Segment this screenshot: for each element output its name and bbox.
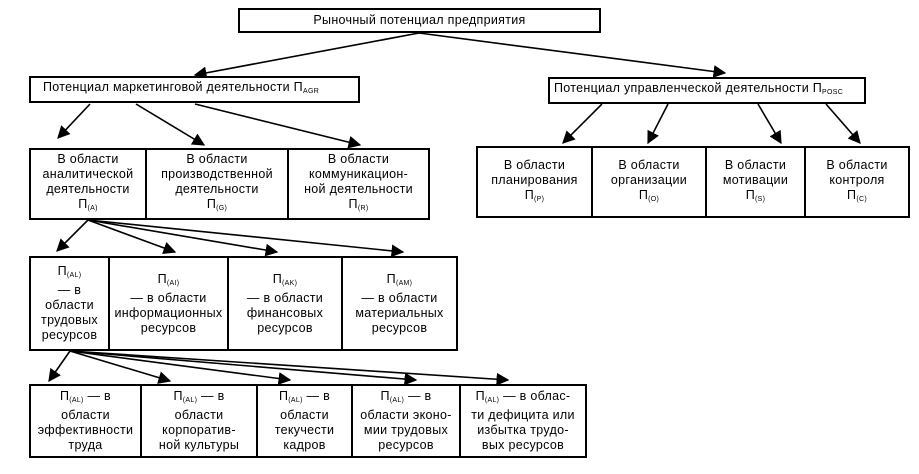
arrow-management-to-control: [825, 103, 861, 144]
motivation-label: В области мотивации П(S): [722, 157, 789, 203]
arrow-marketing-to-communication: [194, 103, 362, 149]
arrow-analytical-to-financial: [87, 219, 279, 257]
information-resources-label: П(AI) — в области информационных ресурсо…: [114, 271, 223, 335]
marketing-potential-label: Потенциал маркетинговой деятельности ПAG…: [43, 80, 320, 95]
arrow-management-to-motivation: [757, 103, 782, 145]
production-activity-node: В области производственной деятельности …: [145, 148, 289, 220]
financial-resources-node: П(AK) — в области финансовых ресурсов: [227, 256, 343, 351]
arrow-analytical-to-material: [87, 219, 405, 258]
arrow-root-to-management: [418, 32, 727, 78]
arrow-labor-to-shortage: [69, 350, 510, 386]
labor-resources-node: П(AL) — в области трудовых ресурсов: [29, 256, 110, 351]
labor-savings-label: П(AL) — в области эконо- мии трудовых ре…: [360, 389, 452, 452]
root-node: Рыночный потенциал предприятия: [238, 8, 601, 33]
arrow-labor-to-turnover: [69, 350, 292, 385]
arrow-labor-to-culture: [69, 350, 172, 384]
arrow-management-to-planning: [562, 103, 603, 144]
information-resources-node: П(AI) — в области информационных ресурсо…: [108, 256, 229, 351]
control-node: В области контроля П(C): [804, 146, 910, 218]
analytical-activity-label: В области аналитической деятельности П(A…: [42, 152, 134, 212]
arrow-marketing-to-production: [135, 103, 206, 146]
arrow-analytical-to-labor: [56, 219, 89, 252]
organization-node: В области организации П(O): [591, 146, 707, 218]
motivation-node: В области мотивации П(S): [705, 146, 806, 218]
labor-efficiency-label: П(AL) — в области эффективности труда: [37, 389, 134, 452]
material-resources-node: П(AM) — в области материальных ресурсов: [341, 256, 458, 351]
production-activity-label: В области производственной деятельности …: [161, 152, 273, 212]
planning-node: В области планирования П(P): [476, 146, 593, 218]
staff-turnover-node: П(AL) — в области текучести кадров: [256, 384, 353, 458]
financial-resources-label: П(AK) — в области финансовых ресурсов: [246, 271, 324, 335]
arrow-labor-to-efficiency: [48, 350, 71, 383]
arrow-analytical-to-information: [87, 219, 177, 255]
corporate-culture-node: П(AL) — в области корпоратив- ной культу…: [140, 384, 258, 458]
labor-shortage-node: П(AL) — в облас- ти дефицита или избытка…: [459, 384, 587, 458]
arrow-management-to-organization: [647, 103, 669, 145]
labor-efficiency-node: П(AL) — в области эффективности труда: [29, 384, 142, 458]
marketing-potential-node: Потенциал маркетинговой деятельности ПAG…: [29, 76, 360, 103]
arrow-labor-to-savings: [69, 350, 418, 386]
analytical-activity-node: В области аналитической деятельности П(A…: [29, 148, 147, 220]
material-resources-label: П(AM) — в области материальных ресурсов: [355, 271, 444, 335]
arrow-marketing-to-analytical: [57, 103, 91, 139]
communication-activity-label: В области коммуникацион- ной деятельност…: [304, 152, 413, 212]
labor-savings-node: П(AL) — в области эконо- мии трудовых ре…: [351, 384, 461, 458]
planning-label: В области планирования П(P): [491, 157, 578, 203]
management-potential-label: Потенциал управленческой деятельности ПP…: [554, 81, 844, 96]
staff-turnover-label: П(AL) — в области текучести кадров: [274, 389, 335, 452]
control-label: В области контроля П(C): [826, 157, 888, 203]
management-potential-node: Потенциал управленческой деятельности ПP…: [548, 77, 866, 104]
arrow-root-to-marketing: [193, 32, 420, 80]
communication-activity-node: В области коммуникацион- ной деятельност…: [287, 148, 430, 220]
root-node-label: Рыночный потенциал предприятия: [313, 13, 526, 27]
labor-resources-label: П(AL) — в области трудовых ресурсов: [41, 264, 98, 342]
organization-label: В области организации П(O): [610, 157, 688, 203]
corporate-culture-label: П(AL) — в области корпоратив- ной культу…: [158, 389, 240, 452]
labor-shortage-label: П(AL) — в облас- ти дефицита или избытка…: [471, 389, 575, 452]
